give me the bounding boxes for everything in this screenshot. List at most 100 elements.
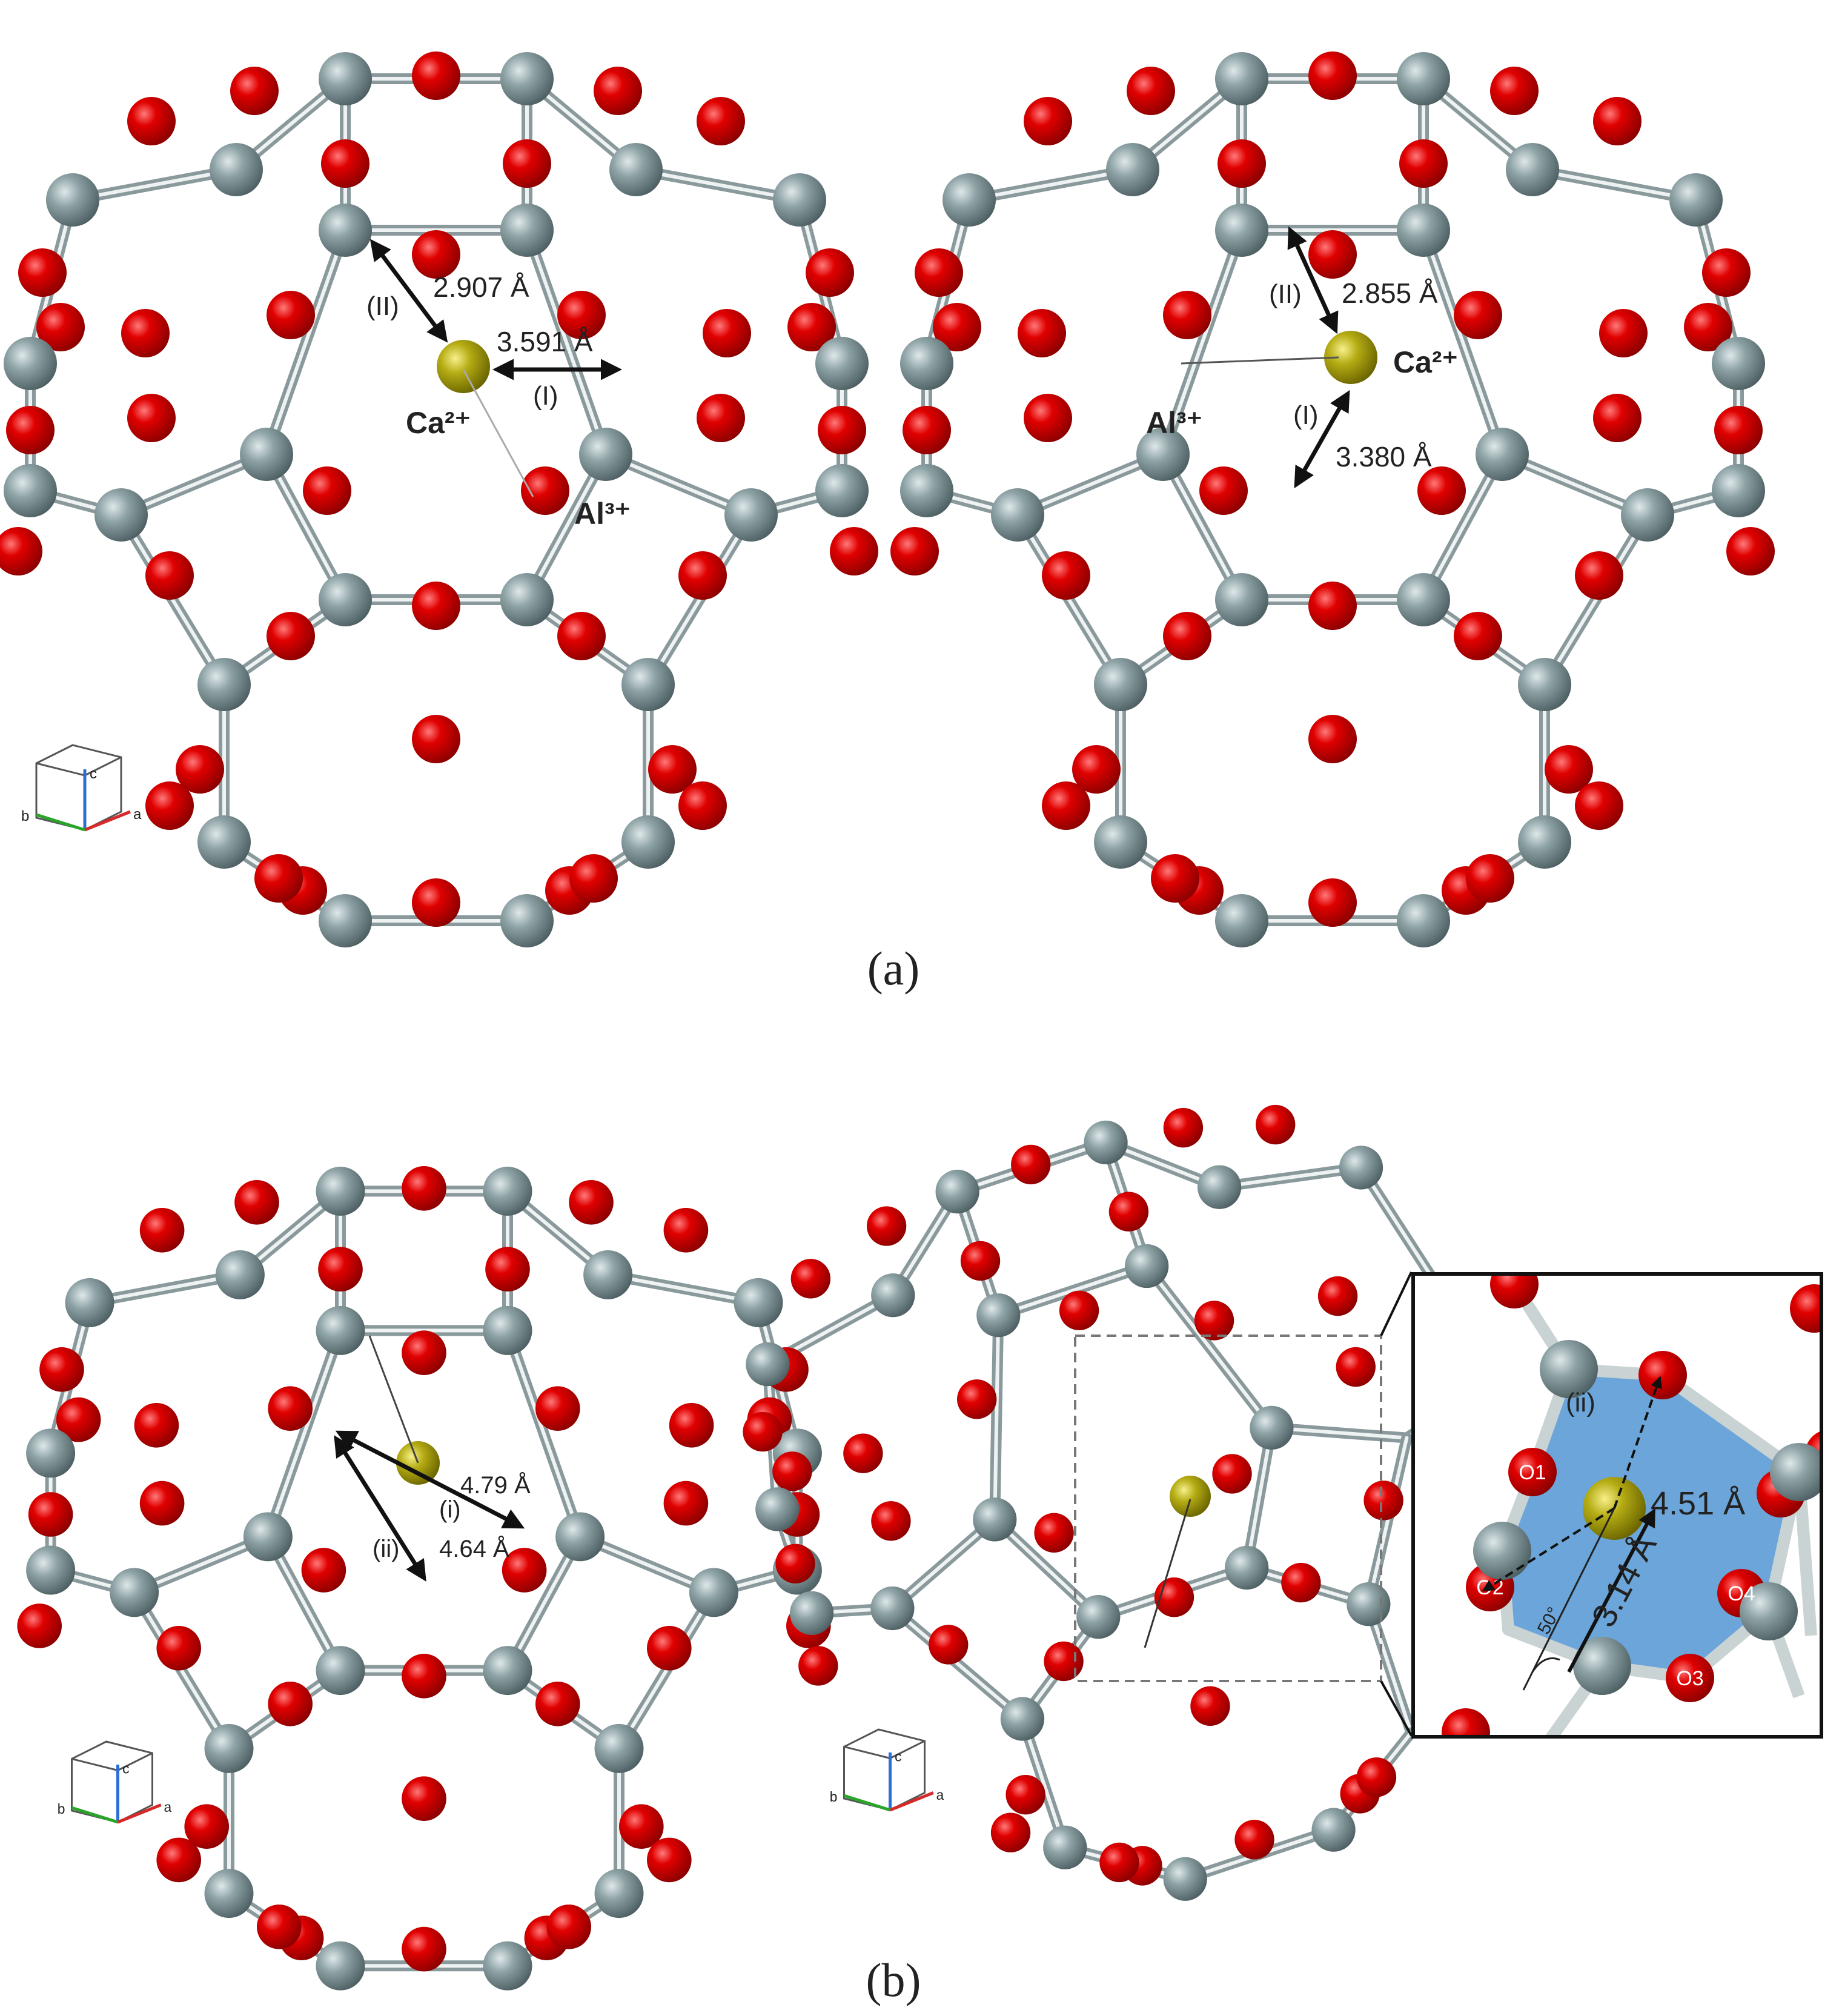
panel-b-left-annotations: 4.79 Å (i) (ii) 4.64 Å [334,1335,531,1582]
oxygen-atom [56,1397,101,1442]
bond-highlight [1543,513,1649,686]
silicon-atom [1043,1825,1087,1869]
silicon-atom [26,1545,76,1595]
silicon-atom [319,204,372,257]
inset-silicon-atom [1473,1522,1531,1580]
oxygen-atom [1059,1290,1099,1330]
oxygen-atom [890,527,939,575]
silicon-atom [26,1428,76,1478]
oxygen-atom [1308,51,1357,100]
oxygen-atom [145,781,194,830]
bond-highlight [1016,513,1122,686]
arrow-I [1294,390,1350,489]
bond-highlight [606,1273,760,1305]
silicon-atom [935,1169,979,1214]
silicon-atom [500,204,554,257]
silicon-atom [991,488,1044,542]
oxygen-atom [1466,854,1514,903]
silicon-atom [319,894,372,947]
bond-highlight [1020,1717,1067,1849]
bond-highlight [890,1606,1024,1721]
silicon-atom [319,573,372,626]
silicon-atom [110,1568,159,1617]
bond-highlight [634,168,801,202]
bond-highlight [1161,228,1244,456]
oxygen-atom [1308,878,1357,927]
silicon-atom [871,1273,915,1318]
silicon-atom [204,1723,254,1773]
oxygen-atom [1575,551,1623,600]
oxygen-atom [321,139,369,188]
silicon-atom [1712,337,1765,390]
tag-I: (I) [1293,400,1319,430]
silicon-atom [1397,204,1450,257]
inset-border [1411,1272,1823,1739]
oxygen-atom [915,248,963,297]
oxygen-atom [1308,582,1357,630]
oxygen-atom [678,551,727,600]
oxygen-atom [569,854,618,903]
distance-II: 2.855 Å [1342,277,1438,309]
silicon-atom [1106,143,1159,196]
inset-oxygen-atom [1790,1284,1823,1333]
oxygen-atom [1163,291,1211,339]
oxygen-atom [1212,1454,1252,1494]
oxygen-atom [1490,67,1539,115]
oxygen-atom [1726,527,1775,575]
axis-triad: cab [830,1728,944,1812]
oxygen-atom [1317,1276,1358,1316]
axis-label-c: c [90,766,97,782]
silicon-atom [1125,1244,1169,1288]
oxygen-atom [1099,1842,1139,1883]
axis-b [71,1806,119,1824]
axis-a [84,810,131,832]
silicon-atom [210,143,263,196]
oxygen-atom [402,1926,446,1972]
oxygen-atom [36,303,85,351]
oxygen-atom [127,97,176,145]
axis-label-c: c [895,1748,901,1764]
oxygen-atom [230,67,279,115]
silicon-atom [621,658,675,711]
bond-highlight [119,513,226,686]
oxygen-atom [594,67,642,115]
bond-highlight [506,1534,582,1673]
oxygen-atom [134,1403,179,1448]
axis-label-b: b [21,808,29,824]
inset-tag-ii: (ii) [1566,1388,1595,1418]
atom-spheres [0,51,1775,1991]
silicon-atom [1506,143,1559,196]
bond-highlight [1218,1166,1363,1189]
oxygen-atom [843,1433,883,1473]
silicon-atom [773,173,826,227]
oxygen-atom [1363,1480,1403,1520]
ca-ion-label: Ca²⁺ [406,406,471,440]
oxygen-atom [1593,97,1642,145]
bond-highlight [132,1590,231,1751]
silicon-atom [1712,464,1765,517]
distance-II: 2.907 Å [433,271,529,303]
silicon-atom [1397,894,1450,947]
oxygen-atom [557,291,606,339]
bond-highlight [265,228,347,456]
oxygen-atom [697,394,745,442]
bond-highlight [967,168,1135,202]
silicon-atom [197,815,251,869]
panel-a-right-annotations: (II) 2.855 Å (I) 3.380 Å Ca²⁺ Al³⁺ [1146,226,1458,489]
al-label: Al³⁺ [1146,406,1202,440]
tag-ii: (ii) [373,1536,399,1562]
silicon-atom [900,337,953,390]
oxygen-atom [1593,394,1642,442]
panel-a-left-annotations: (II) 2.907 Å 3.591 Å (I) Ca²⁺ Al³⁺ [366,239,631,531]
oxygen-atom [254,854,303,903]
ca-al-line [462,369,534,497]
oxygen-atom [402,1330,446,1375]
silicon-atom [316,1166,365,1216]
oxygen-atom [402,1654,446,1699]
oxygen-atom [1072,745,1121,794]
ca-o-line [1144,1499,1191,1648]
ca-ion-label: Ca²⁺ [1393,345,1458,379]
oxygen-atom [1024,97,1072,145]
